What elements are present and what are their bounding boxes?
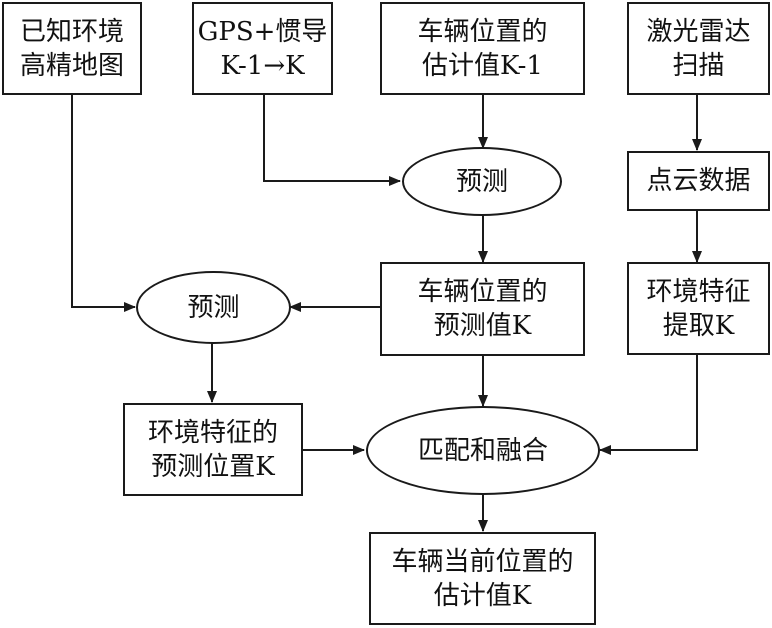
node-predict-left-label: 预测 <box>187 292 240 323</box>
node-lidar-scan: 激光雷达 扫描 <box>627 2 770 95</box>
edge-gps-to-predict-top <box>263 95 401 186</box>
node-lidar-scan-line-1: 激光雷达 <box>646 16 751 47</box>
node-predict-top: 预测 <box>402 147 562 216</box>
node-vehicle-prediction-line-1: 车辆位置的 <box>417 277 548 307</box>
edge-extract-to-match <box>599 355 698 455</box>
node-current-estimate: 车辆当前位置的 估计值K <box>369 532 596 625</box>
node-point-cloud: 点云数据 <box>627 151 770 211</box>
node-gps-ins-line-1: GPS+惯导 <box>197 16 328 47</box>
node-known-env-map-line-1: 已知环境 <box>19 16 124 47</box>
node-vehicle-estimate-prev-line-2: 估计值K-1 <box>422 50 543 81</box>
node-match-fuse: 匹配和融合 <box>366 406 600 495</box>
node-vehicle-estimate-prev-line-1: 车辆位置的 <box>417 16 548 47</box>
node-env-feature-prediction-line-2: 预测位置K <box>151 451 275 482</box>
node-env-feature-prediction: 环境特征的 预测位置K <box>123 403 303 496</box>
node-current-estimate-line-1: 车辆当前位置的 <box>391 546 574 577</box>
node-env-feature-extract: 环境特征 提取K <box>627 262 770 355</box>
node-known-env-map-line-2: 高精地图 <box>19 50 124 81</box>
node-env-feature-extract-line-2: 提取K <box>662 310 735 341</box>
node-vehicle-prediction: 车辆位置的 预测值K <box>380 262 585 356</box>
node-lidar-scan-line-2: 扫描 <box>672 50 725 81</box>
node-predict-left: 预测 <box>136 271 291 344</box>
node-current-estimate-line-2: 估计值K <box>433 580 532 611</box>
node-gps-ins-line-2: K-1→K <box>220 50 305 81</box>
node-known-env-map: 已知环境 高精地图 <box>2 2 142 95</box>
node-match-fuse-label: 匹配和融合 <box>417 435 548 466</box>
node-point-cloud-label: 点云数据 <box>646 166 751 196</box>
edge-known-env-to-predict-left <box>71 95 136 312</box>
node-gps-ins: GPS+惯导 K-1→K <box>192 2 333 95</box>
node-vehicle-prediction-line-2: 预测值K <box>433 311 532 341</box>
node-env-feature-extract-line-1: 环境特征 <box>646 276 751 307</box>
node-env-feature-prediction-line-1: 环境特征的 <box>147 417 278 448</box>
node-vehicle-estimate-prev: 车辆位置的 估计值K-1 <box>380 2 585 95</box>
node-predict-top-label: 预测 <box>455 166 508 197</box>
